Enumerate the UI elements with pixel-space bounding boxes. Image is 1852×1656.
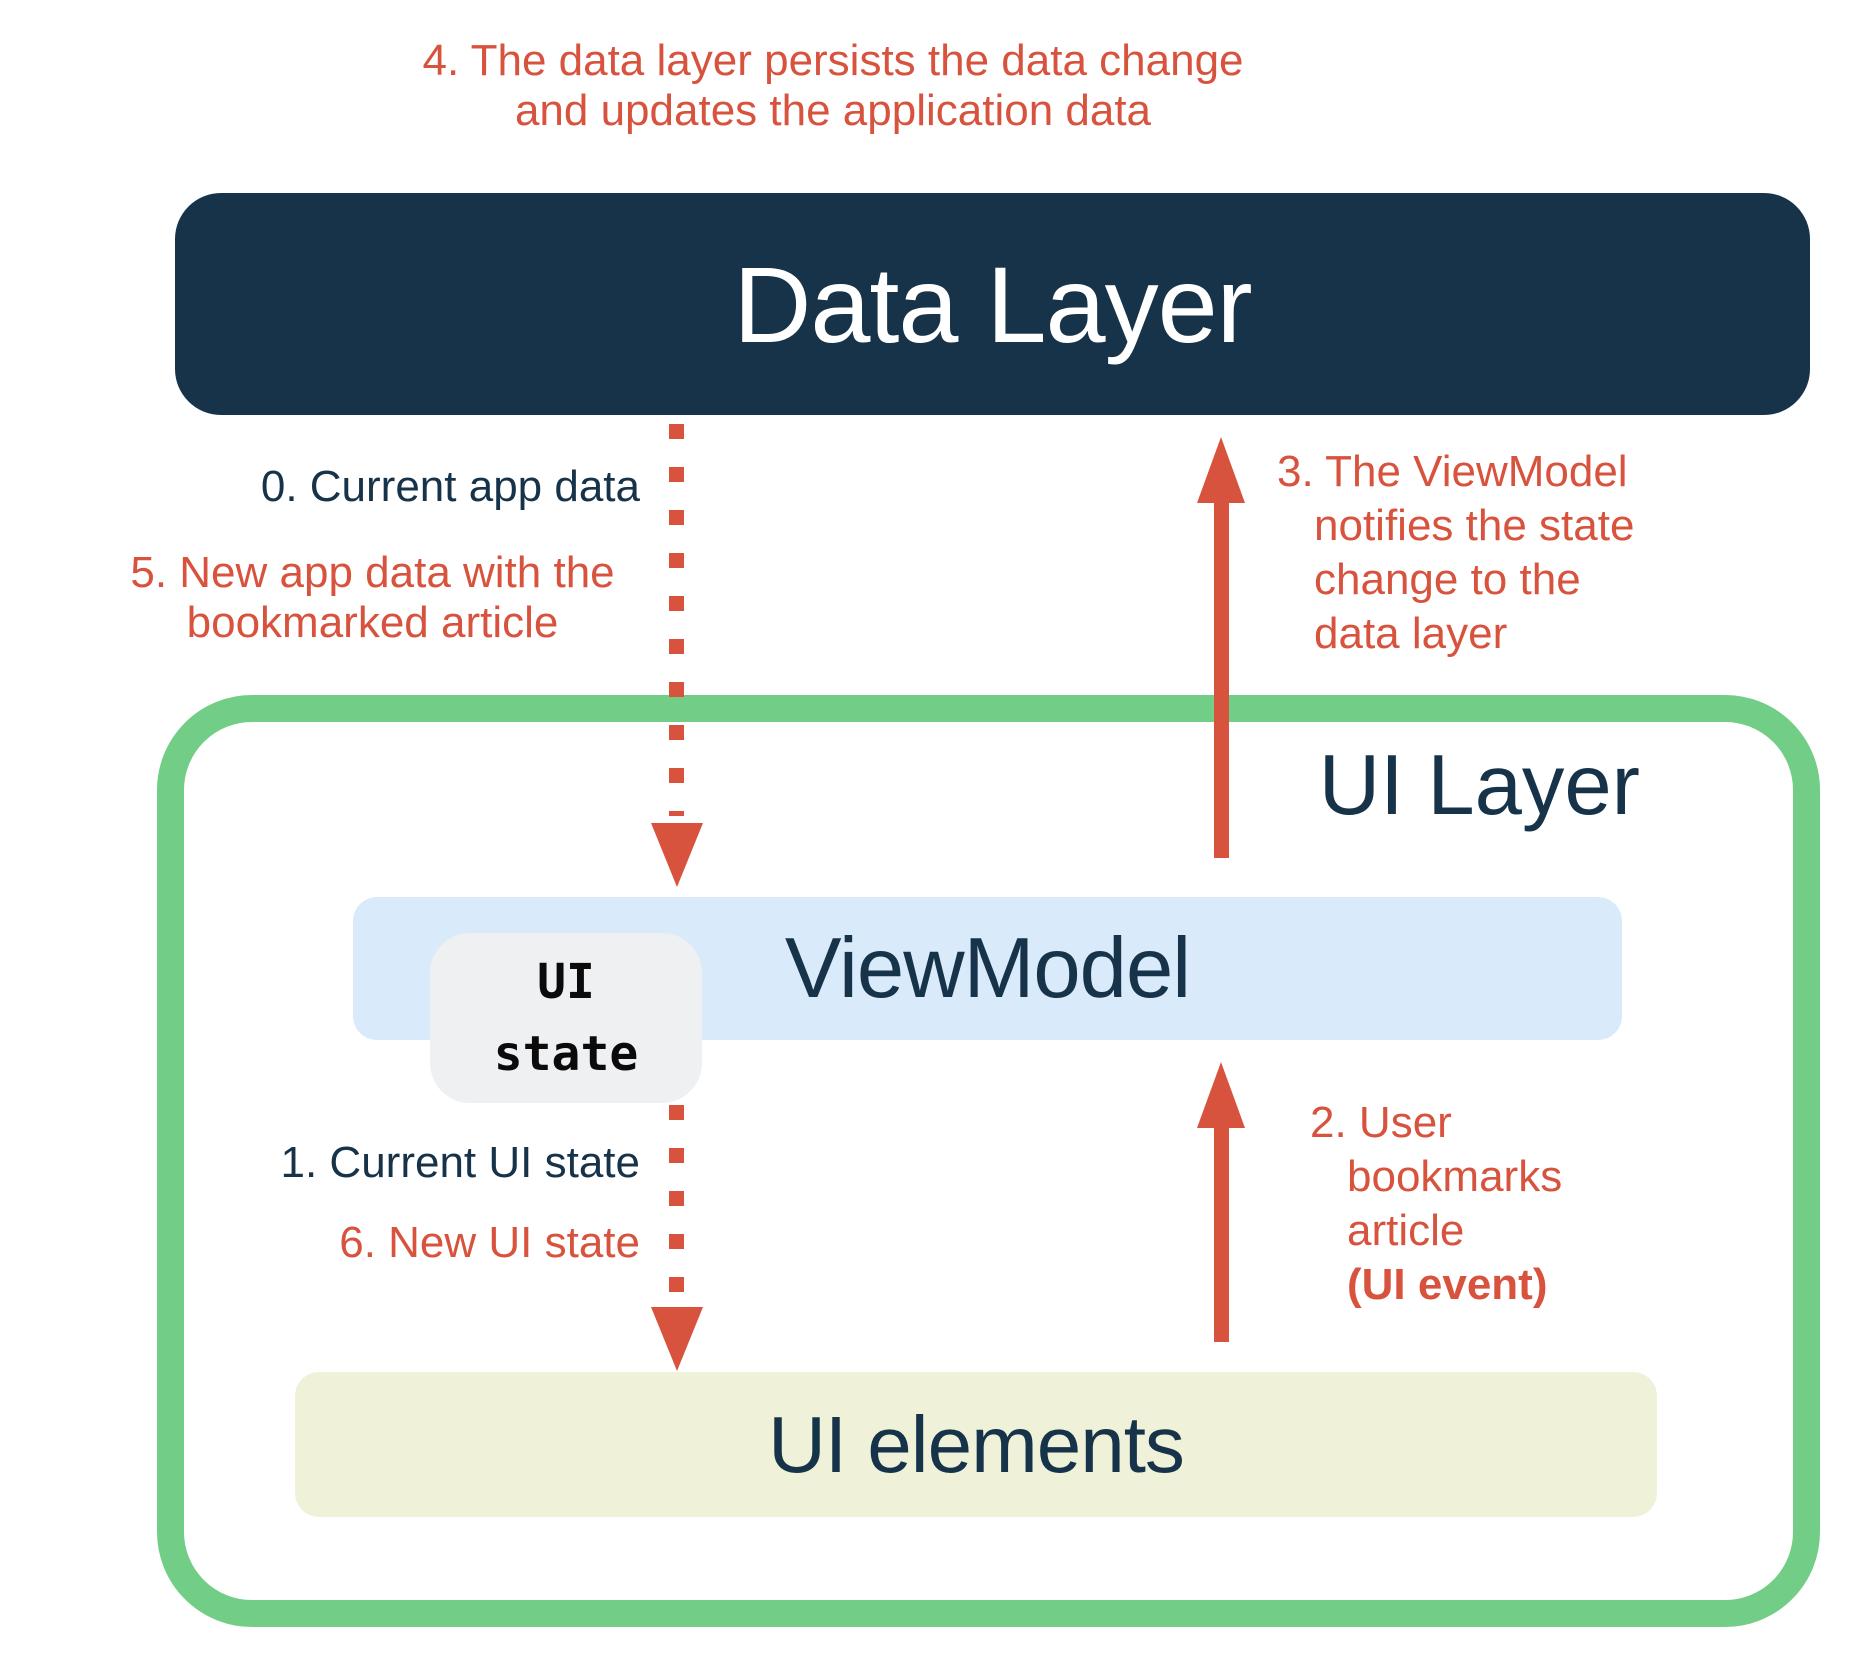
ui-state-badge: UI state xyxy=(430,933,702,1103)
ui-state-badge-line2: state xyxy=(493,1026,639,1082)
caption-step4-line2: and updates the application data xyxy=(514,86,1152,135)
ui-layer-box xyxy=(157,695,1820,1627)
data-layer-box: Data Layer xyxy=(175,193,1810,415)
arrow-up-step2-head-icon xyxy=(1197,1062,1245,1128)
arrowhead-down-top-icon xyxy=(651,823,703,887)
label-step1: 1. Current UI state xyxy=(280,1138,640,1187)
caption-step4: 4. The data layer persists the data chan… xyxy=(280,36,1386,136)
caption-step4-line1: 4. The data layer persists the data chan… xyxy=(422,36,1244,85)
data-layer-label: Data Layer xyxy=(733,243,1252,365)
label-step3-line4: data layer xyxy=(1314,609,1508,658)
arrow-up-step3-shaft xyxy=(1214,490,1229,858)
label-step5-line2: bookmarked article xyxy=(186,598,559,647)
label-step5: 5. New app data with the bookmarked arti… xyxy=(100,548,645,648)
label-step3-line3: change to the xyxy=(1314,555,1581,604)
label-step2-line1: 2. User xyxy=(1310,1098,1452,1147)
label-step2-line2: bookmarks xyxy=(1347,1152,1563,1201)
viewmodel-label: ViewModel xyxy=(784,920,1191,1016)
ui-state-badge-line1: UI xyxy=(537,954,595,1010)
label-step2: 2. User bookmarks article (UI event) xyxy=(1310,1096,1710,1312)
label-step6: 6. New UI state xyxy=(339,1218,640,1267)
label-step5-line1: 5. New app data with the xyxy=(130,548,615,597)
label-step3-line2: notifies the state xyxy=(1314,501,1635,550)
ui-elements-box: UI elements xyxy=(295,1372,1657,1517)
label-step3: 3. The ViewModel notifies the state chan… xyxy=(1277,445,1697,661)
ui-elements-label: UI elements xyxy=(768,1399,1185,1489)
label-step2-line4: (UI event) xyxy=(1347,1260,1548,1309)
label-step2-line3: article xyxy=(1347,1206,1465,1255)
dotted-line-bottom xyxy=(669,1105,684,1295)
dotted-line-top xyxy=(669,424,684,816)
ui-layer-label: UI Layer xyxy=(1318,738,1640,833)
label-step0: 0. Current app data xyxy=(260,462,640,511)
label-step3-line1: 3. The ViewModel xyxy=(1277,447,1628,496)
arrowhead-down-bottom-icon xyxy=(651,1307,703,1371)
arrow-up-step3-head-icon xyxy=(1197,437,1245,503)
arrow-up-step2-shaft xyxy=(1214,1115,1229,1342)
